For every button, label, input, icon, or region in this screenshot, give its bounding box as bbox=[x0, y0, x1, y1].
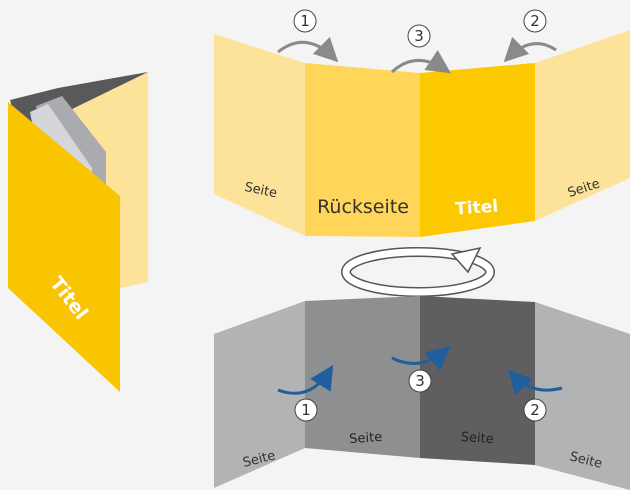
svg-text:1: 1 bbox=[300, 12, 310, 30]
inside-label-2: Seite bbox=[349, 430, 383, 447]
outside-fold-arrows: 1 3 2 bbox=[277, 9, 557, 74]
outside-panel-1 bbox=[214, 34, 305, 236]
flip-arrow bbox=[341, 246, 495, 297]
outside-panel-4 bbox=[535, 30, 630, 221]
inside-fold-arrows: 1 3 2 bbox=[277, 346, 563, 422]
inside-step-badge-3: 3 bbox=[408, 369, 432, 393]
fold-arrow-1 bbox=[277, 36, 339, 63]
fold-arrow-2 bbox=[503, 36, 557, 63]
inside-panel-1 bbox=[214, 301, 305, 488]
inside-panel-4 bbox=[535, 302, 630, 490]
outside-label-2: Rückseite bbox=[317, 196, 409, 218]
inside-label-3: Seite bbox=[460, 430, 494, 447]
inside-fold-arrow-2 bbox=[507, 369, 563, 396]
svg-text:1: 1 bbox=[301, 401, 311, 419]
inside-step-badge-2: 2 bbox=[523, 398, 547, 422]
cover-panel bbox=[8, 102, 120, 392]
inside-panel-2 bbox=[305, 296, 420, 458]
step-badge-1: 1 bbox=[293, 9, 317, 33]
inside-panel-3 bbox=[420, 296, 535, 465]
folded-brochure-preview: Titel bbox=[8, 72, 148, 392]
outside-label-3: Titel bbox=[455, 197, 499, 220]
outside-panel-2 bbox=[305, 63, 420, 237]
outside-label-1: Seite bbox=[243, 180, 278, 202]
outside-panels: Seite Rückseite Titel Seite bbox=[214, 30, 630, 237]
inside-fold-arrow-3 bbox=[391, 346, 451, 371]
step-badge-3: 3 bbox=[407, 24, 431, 48]
svg-text:3: 3 bbox=[415, 372, 425, 390]
svg-text:3: 3 bbox=[414, 27, 424, 45]
inside-step-badge-1: 1 bbox=[294, 398, 318, 422]
fold-arrow-3 bbox=[390, 50, 451, 74]
inside-panels: Seite Seite Seite Seite bbox=[214, 296, 630, 490]
outside-panel-3 bbox=[420, 63, 535, 237]
step-badge-2: 2 bbox=[523, 9, 547, 33]
svg-text:2: 2 bbox=[530, 12, 540, 30]
inside-fold-arrow-1 bbox=[277, 364, 334, 395]
svg-text:2: 2 bbox=[530, 401, 540, 419]
